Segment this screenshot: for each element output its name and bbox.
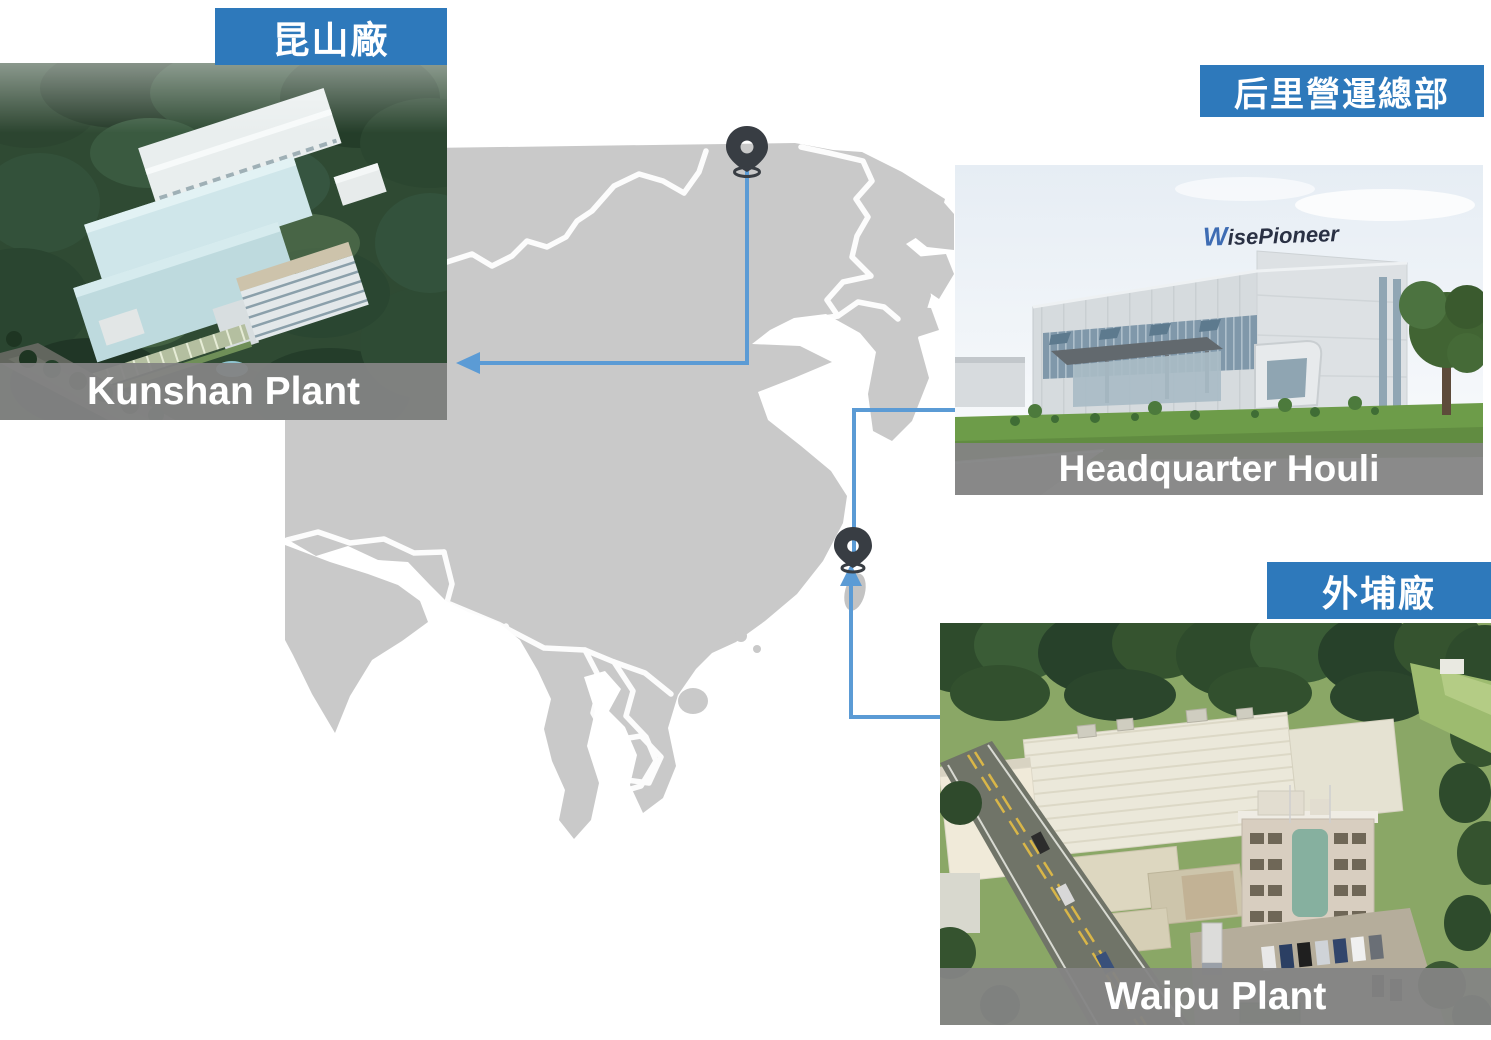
hq-building: [1032, 250, 1408, 418]
kunshan-photo: Kunshan Plant: [0, 63, 447, 420]
waipu-label: 外埔廠: [1267, 562, 1491, 619]
houli-label: 后里營運總部: [1200, 65, 1484, 117]
waipu-photo: Waipu Plant: [940, 623, 1491, 1025]
kunshan-label: 昆山廠: [215, 8, 447, 65]
houli-caption: Headquarter Houli: [955, 443, 1483, 495]
connector-lines: [456, 168, 957, 719]
houli-photo: WisePioneer Headquarter Houli: [955, 165, 1483, 495]
kunshan-caption: Kunshan Plant: [0, 363, 447, 420]
hainan-island: [678, 688, 708, 714]
mainland-shape: [285, 143, 945, 839]
island: [753, 645, 761, 653]
neighbor-building: [940, 873, 980, 933]
kunshan-location-pin: [726, 126, 768, 178]
arrow-up-icon: [840, 564, 862, 586]
waipu-caption: Waipu Plant: [940, 968, 1491, 1025]
island: [719, 636, 729, 646]
island: [735, 630, 747, 642]
taiwan-location-pin: [834, 527, 872, 574]
large-tree: [1399, 281, 1483, 415]
japan-shape: [915, 254, 954, 299]
japan-shape: [903, 198, 954, 250]
japan-shape: [897, 306, 939, 338]
arrow-left-icon: [456, 352, 480, 374]
india-shape: [285, 545, 428, 733]
farm-house: [1440, 659, 1464, 674]
country-borders: [284, 144, 901, 832]
wisepioneer-logo: WisePioneer: [1202, 220, 1340, 252]
waipu-aerial-photo: [940, 623, 1491, 1025]
factory-buildings: [73, 88, 387, 400]
kunshan-aerial-rendering: [0, 63, 447, 420]
